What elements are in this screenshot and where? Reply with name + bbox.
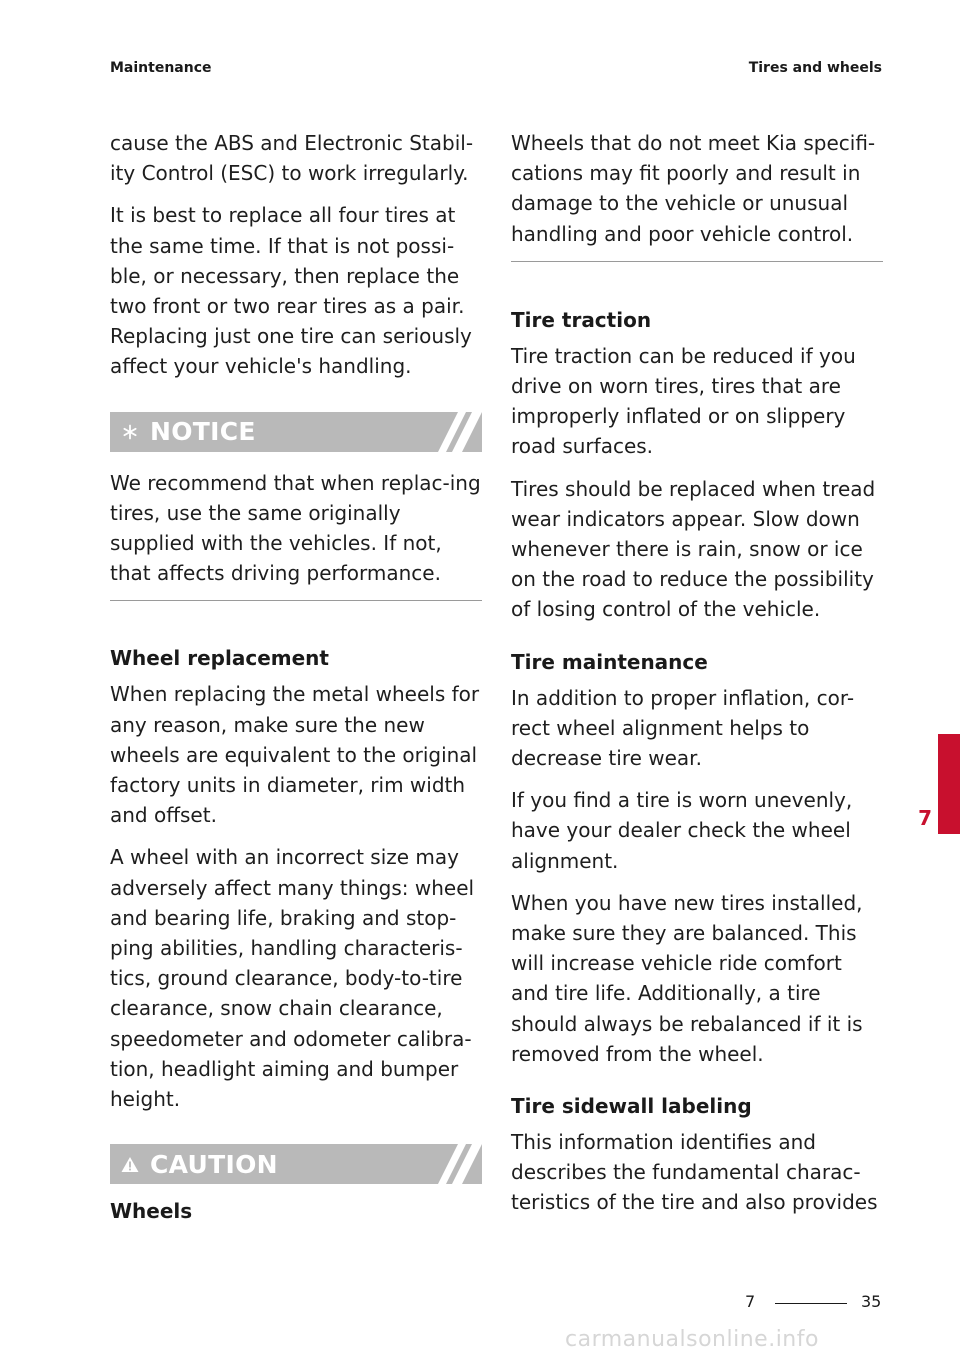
section-heading: Tire sidewall labeling [511,1094,752,1119]
paragraph: A wheel with an incorrect size may adver… [110,845,475,1112]
chapter-tab-number: 7 [918,806,932,830]
right-column: Wheels that do not meet Kia specifi-cati… [511,128,883,1230]
caution-label: CAUTION [150,1149,278,1179]
section-heading: Tire traction [511,307,652,332]
divider [110,600,482,602]
notice-banner: NOTICE [110,411,482,452]
asterisk-icon [110,424,150,440]
paragraph: Wheels that do not meet Kia specifi-cati… [511,131,876,246]
footer-divider [775,1303,847,1304]
paragraph: When you have new tires installed, make … [511,890,863,1066]
notice-label: NOTICE [150,417,256,447]
paragraph: Tires should be replaced when tread wear… [511,476,876,622]
paragraph: This information identifies and describe… [511,1130,878,1215]
banner-slash-decoration [438,411,482,452]
running-header-section: Maintenance [110,60,212,76]
section-heading: Wheel replacement [110,646,329,671]
caution-banner: CAUTION [110,1144,482,1185]
caution-subheading: Wheels [110,1199,193,1224]
chapter-tab [938,734,960,834]
footer-page-number: 35 [861,1292,882,1311]
banner-slash-decoration [438,1144,482,1185]
paragraph: If you find a tire is worn unevenly, hav… [511,788,853,873]
paragraph: In addition to proper inflation, cor-rec… [511,685,855,771]
footer-chapter-number: 7 [745,1292,756,1311]
paragraph: cause the ABS and Electronic Stabil-ity … [110,131,474,186]
watermark: carmanualsonline.info [565,1327,819,1352]
paragraph: It is best to replace all four tires at … [110,203,472,379]
warning-triangle-icon [110,1156,150,1173]
running-header-chapter: Tires and wheels [748,60,882,76]
paragraph: When replacing the metal wheels for any … [110,682,480,828]
notice-text: We recommend that when replac-ing tires,… [110,470,481,586]
section-heading: Tire maintenance [511,649,708,674]
paragraph: Tire traction can be reduced if you driv… [511,343,856,459]
left-column: cause the ABS and Electronic Stabil-ity … [110,128,482,1232]
divider [511,260,883,262]
